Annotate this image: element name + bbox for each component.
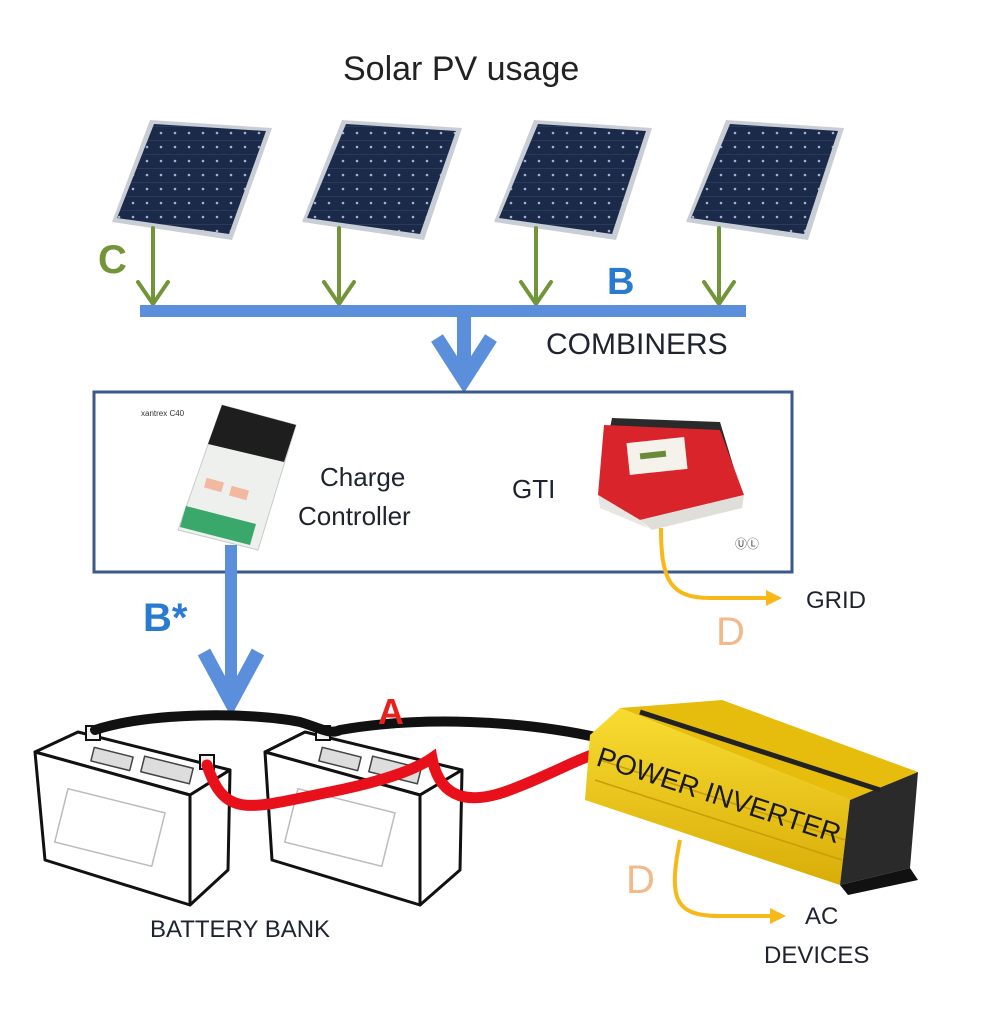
panel-arrow-4 — [702, 226, 736, 308]
combiner-bus — [140, 305, 746, 317]
charge-controller-brand: xantrex C40 — [141, 409, 185, 418]
grid-label: GRID — [806, 587, 866, 614]
panel-arrow-2 — [322, 226, 356, 308]
charge-controller-label-2: Controller — [298, 501, 411, 531]
solar-panel-4 — [686, 120, 844, 240]
grid-arrowhead — [766, 590, 782, 606]
diagram-title: Solar PV usage — [343, 50, 580, 88]
marker-d-ac: D — [626, 858, 655, 902]
grid-line — [659, 527, 768, 600]
ac-line — [672, 839, 772, 918]
marker-b: B — [607, 261, 635, 303]
solar-panel-2 — [302, 120, 462, 240]
combiners-label: COMBINERS — [546, 328, 728, 361]
charge-controller-label-1: Charge — [320, 462, 406, 492]
battery-bank-label: BATTERY BANK — [150, 916, 331, 943]
panel-arrows — [136, 226, 736, 308]
black-cable — [90, 710, 605, 743]
ul-mark-icon: ⓊⓁ — [735, 537, 759, 551]
power-inverter-device — [585, 700, 918, 895]
ac-arrowhead — [770, 908, 786, 924]
panel-arrow-1 — [136, 226, 170, 308]
controller-to-battery-arrow — [197, 545, 265, 717]
solar-panel-1 — [112, 120, 272, 240]
marker-d-grid: D — [716, 610, 745, 654]
marker-a: A — [378, 691, 404, 732]
gti-device: ⓊⓁ — [598, 418, 759, 551]
marker-c: C — [98, 238, 127, 282]
solar-panel-3 — [494, 120, 652, 240]
combiner-down-arrow — [431, 315, 497, 393]
charge-controller-device — [177, 404, 297, 551]
marker-b-star: B* — [143, 596, 188, 640]
ac-devices-label-1: AC — [805, 903, 839, 930]
panel-arrow-3 — [519, 226, 553, 308]
red-cable — [201, 746, 606, 811]
gti-label: GTI — [512, 474, 556, 504]
battery-1 — [33, 730, 232, 907]
ac-devices-label-2: DEVICES — [764, 942, 870, 969]
